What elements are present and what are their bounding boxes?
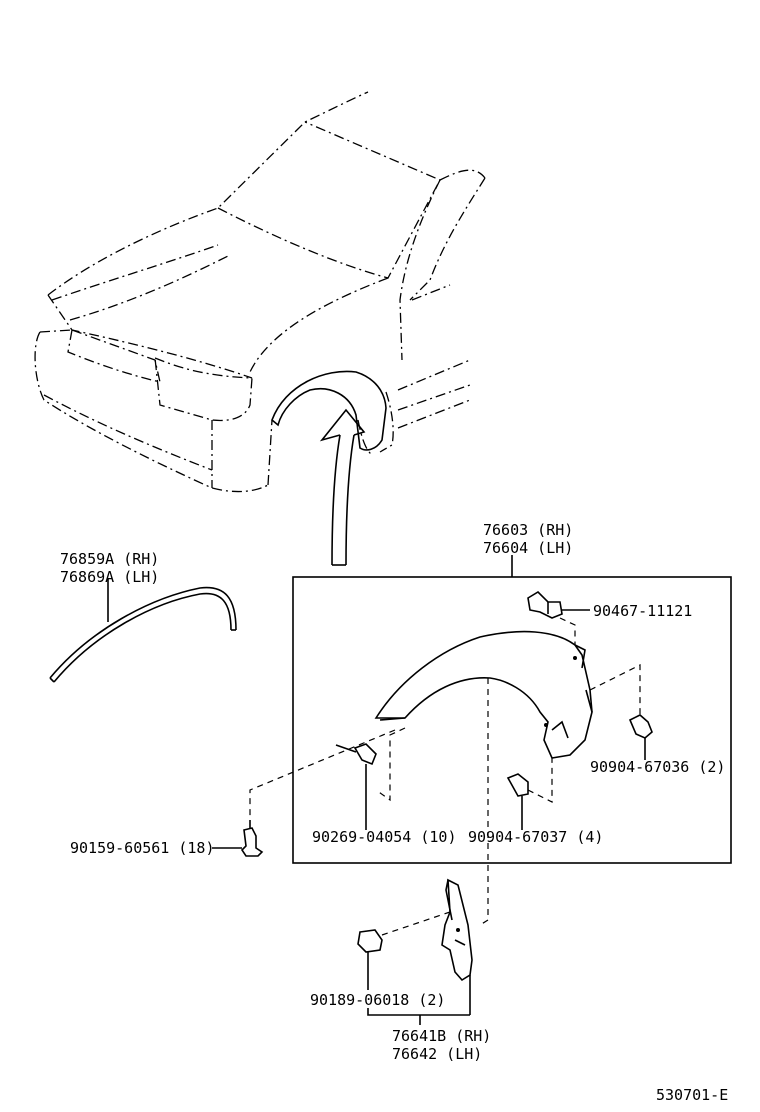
- fender-flare-part: [374, 630, 593, 759]
- rivet-90269-label: 90269-04054 (10): [312, 828, 457, 846]
- moulding-lh-label: 76869A (LH): [60, 568, 159, 586]
- screw-90159-label: 90159-60561 (18): [70, 839, 215, 857]
- nut-90189: [357, 929, 383, 953]
- fender-flare-lh-label: 76604 (LH): [483, 539, 573, 557]
- moulding-strip: [49, 578, 237, 683]
- vehicle-outline: [34, 91, 486, 566]
- mounting-bracket: [441, 878, 473, 982]
- bracket-lh-label: 76642 (LH): [392, 1045, 482, 1063]
- nut-90189-label: 90189-06018 (2): [310, 991, 445, 1009]
- bracket-rh-label: 76641B (RH): [392, 1027, 491, 1045]
- screw-90159: [240, 820, 264, 857]
- screw-90904-67036: [628, 714, 653, 750]
- fender-flare-rh-label: 76603 (RH): [483, 521, 573, 539]
- clip-90467: [527, 590, 563, 619]
- screw-90904-67036-label: 90904-67036 (2): [590, 758, 725, 776]
- rivet-90269: [335, 743, 377, 766]
- diagram-code: 530701-E: [656, 1086, 728, 1104]
- moulding-rh-label: 76859A (RH): [60, 550, 159, 568]
- screw-90904-67037: [506, 773, 529, 830]
- clip-90467-label: 90467-11121: [593, 602, 692, 620]
- screw-90904-67037-label: 90904-67037 (4): [468, 828, 603, 846]
